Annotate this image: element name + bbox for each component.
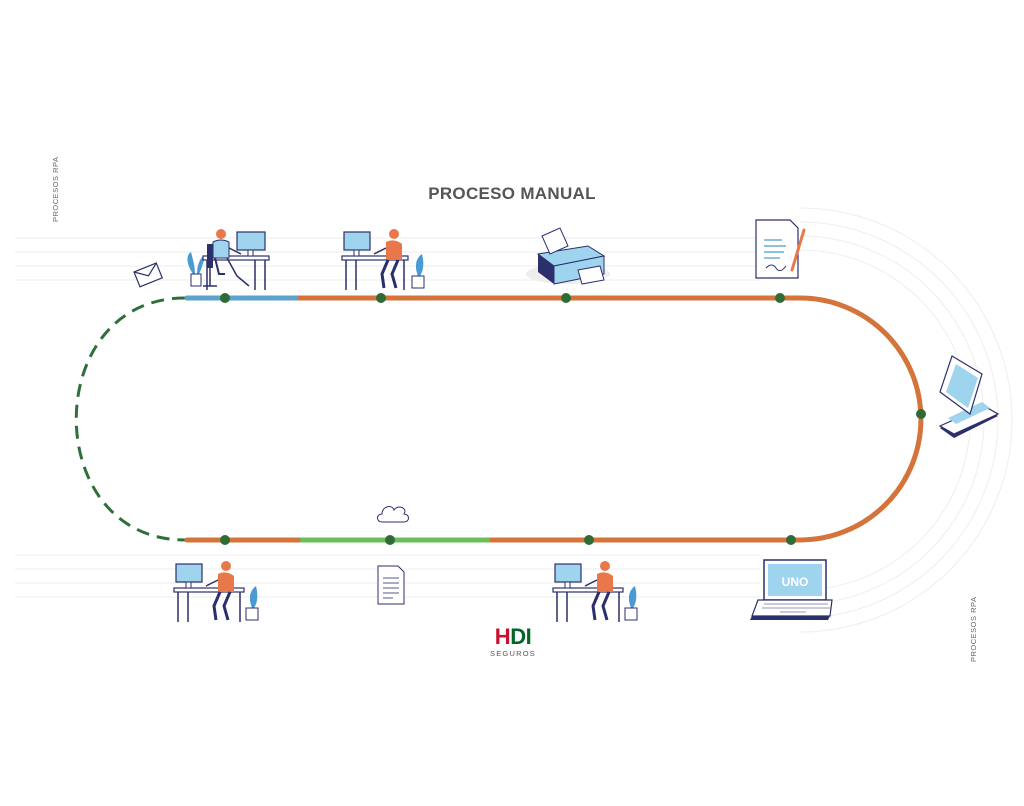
track-node	[385, 535, 395, 545]
plant-icon	[415, 254, 424, 276]
track-node	[786, 535, 796, 545]
track-node	[775, 293, 785, 303]
track-nodes	[220, 293, 926, 545]
rpa-label-right: PROCESOS RPA	[969, 596, 978, 662]
woman-at-desk-icon	[187, 229, 270, 290]
logo-wordmark: HDI	[494, 624, 532, 649]
cloud-icon	[377, 506, 409, 523]
plant-icon	[628, 586, 637, 608]
background-guide-lines	[15, 207, 1013, 633]
track-node	[916, 409, 926, 419]
man-at-desk-icon	[341, 229, 425, 290]
plant-icon	[187, 252, 205, 274]
man-at-desk-icon	[552, 561, 638, 622]
track-node	[561, 293, 571, 303]
man-at-desk-icon	[173, 561, 259, 622]
laptop-icon: UNO	[750, 559, 833, 620]
document-icon	[377, 565, 405, 605]
email-icon	[133, 262, 164, 288]
printer-icon	[526, 227, 610, 285]
hdi-seguros-logo: HDI SEGUROS	[478, 624, 548, 659]
diagram-title: PROCESO MANUAL	[428, 184, 596, 203]
manual-track-main	[298, 295, 924, 543]
laptop-screen-text: UNO	[782, 575, 809, 589]
rpa-dashed-track	[74, 296, 186, 542]
signed-document-icon	[755, 219, 806, 279]
track-node	[220, 535, 230, 545]
track-node	[220, 293, 230, 303]
rpa-label-left: PROCESOS RPA	[51, 156, 60, 222]
track-node	[584, 535, 594, 545]
scanner-icon	[938, 355, 1000, 438]
track-node	[376, 293, 386, 303]
logo-subtitle: SEGUROS	[490, 649, 536, 658]
plant-icon	[249, 586, 258, 608]
